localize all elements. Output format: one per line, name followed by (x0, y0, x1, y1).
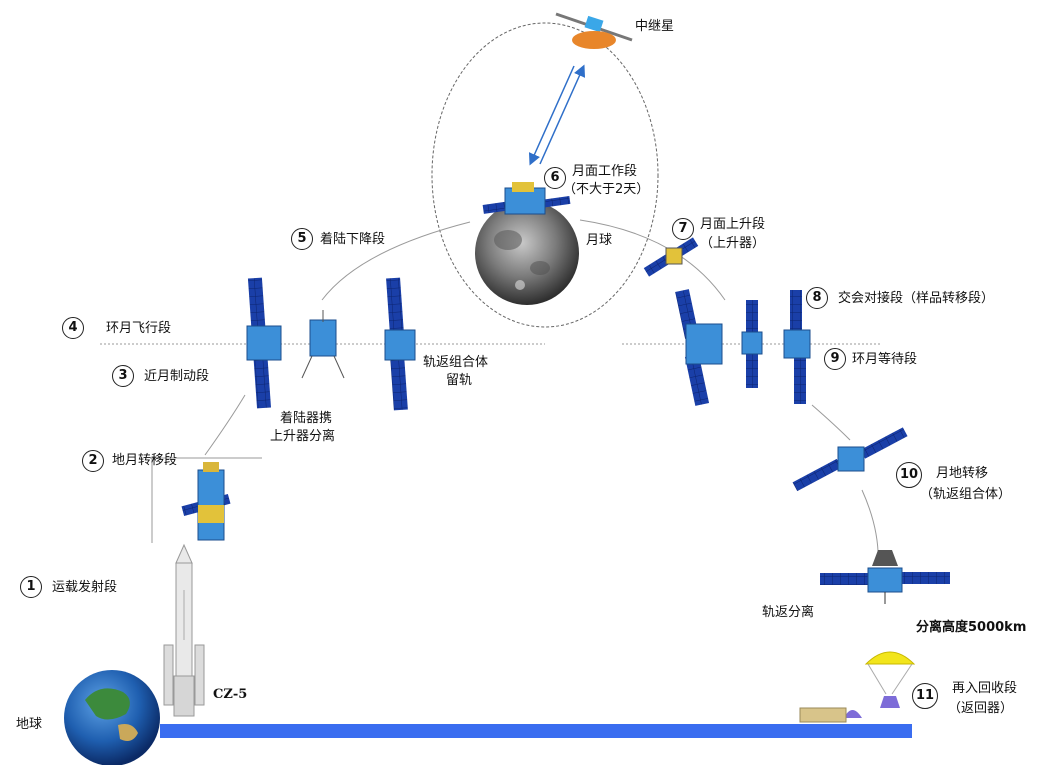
stage-7-label: 月面上升段 (700, 217, 766, 232)
orbiter-stay-label: 轨返组合体 (423, 355, 489, 370)
relay-satellite-icon (555, 12, 633, 49)
earth-icon (64, 670, 160, 765)
relay-link-arrows (528, 64, 586, 166)
stage-11-label: 再入回收段 (952, 681, 1018, 696)
capsule-icon (799, 696, 900, 723)
stage-6-sub: （不大于2天） (563, 182, 650, 197)
lander-on-moon-icon (482, 182, 571, 215)
stage-1-label: 运载发射段 (52, 580, 118, 595)
sep-altitude-label: 分离高度5000km (916, 620, 1027, 635)
orbiter-stay-sub: 留轨 (446, 373, 473, 388)
stage-2-label: 地月转移段 (112, 453, 178, 468)
moon-icon (475, 201, 579, 305)
stage-10-sub: （轨返组合体） (920, 487, 1012, 502)
earth-label: 地球 (16, 717, 43, 732)
stage-8-label: 交会对接段（样品转移段） (838, 291, 995, 306)
stage-6-number: 6 (544, 167, 566, 189)
stage-3-number: 3 (112, 365, 134, 387)
stage-5-label: 着陆下降段 (320, 232, 386, 247)
spacecraft-icon (675, 289, 811, 406)
stage-8-number: 8 (806, 287, 828, 309)
lander-sep-label: 着陆器携 (280, 411, 333, 426)
stage-6-label: 月面工作段 (572, 164, 638, 179)
stage-2-number: 2 (82, 450, 104, 472)
stage-11-sub: （返回器） (948, 701, 1014, 716)
stage-10-label: 月地转移 (936, 466, 989, 481)
rocket-icon (163, 543, 205, 717)
stage-3-label: 近月制动段 (144, 369, 210, 384)
relay-label: 中继星 (635, 19, 675, 34)
stage-4-label: 环月飞行段 (106, 321, 172, 336)
lander-sep-sub: 上升器分离 (270, 429, 336, 444)
spacecraft-icon (792, 427, 908, 492)
stage-1-number: 1 (20, 576, 42, 598)
spacecraft-icon (820, 550, 950, 604)
spacecraft-icon (246, 277, 416, 411)
spacecraft-icon (181, 462, 231, 541)
stage-7-number: 7 (672, 218, 694, 240)
stage-7-sub: （上升器） (700, 236, 766, 251)
parachute-icon (864, 651, 916, 695)
stage-4-number: 4 (62, 317, 84, 339)
rocket-label: CZ-5 (213, 687, 248, 702)
stage-11-number: 11 (912, 683, 938, 709)
orbiter-sep-label: 轨返分离 (762, 605, 815, 620)
stage-10-number: 10 (896, 462, 922, 488)
stage-5-number: 5 (291, 228, 313, 250)
moon-label: 月球 (586, 233, 613, 248)
stage-9-number: 9 (824, 348, 846, 370)
stage-9-label: 环月等待段 (852, 352, 918, 367)
ground-line (160, 724, 912, 738)
spacecraft-icon (643, 237, 699, 277)
